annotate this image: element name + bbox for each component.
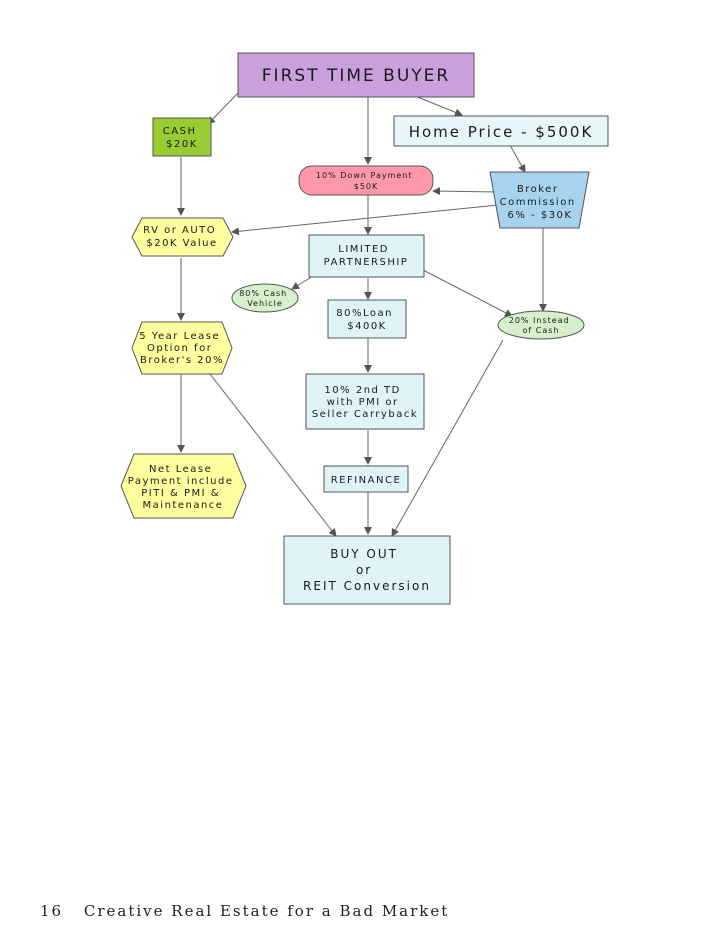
node-loan-label: 80%Loan $400K [336,308,397,332]
page-number: 16 [40,902,64,920]
page-footer: 16 Creative Real Estate for a Bad Market [40,902,449,920]
node-refinance-label: REFINANCE [331,475,402,486]
node-home-price-label: Home Price - $500K [409,123,594,141]
node-broker-commission: Broker Commission 6% - $30K [489,171,590,229]
arrow-lease-to-buy-out [209,373,337,537]
node-instead-of-cash: 20% Instead of Cash [497,310,585,340]
node-cash: CASH $20K [152,117,212,157]
node-buy-out: BUY OUT or REIT Conversion [283,535,451,605]
node-down-payment: 10% Down Payment $50K [298,165,434,196]
node-rv-auto: RV or AUTO $20K Value [131,217,234,257]
node-cash-vehicle: 80% Cash Vehicle [231,283,299,313]
arrow-buyer-to-cash [207,92,239,125]
arrow-lp-to-instead-of-cash [422,269,513,317]
book-title: Creative Real Estate for a Bad Market [83,902,450,920]
node-net-lease: Net Lease Payment include PITI & PMI & M… [120,453,247,519]
node-limited-partnership-label: LIMITED PARTNERSHIP [324,244,409,268]
connectors [177,92,547,537]
node-home-price: Home Price - $500K [393,115,609,147]
arrow-buyer-to-home-price [414,95,463,117]
node-first-time-buyer: FIRST TIME BUYER [237,52,475,98]
node-refinance: REFINANCE [323,465,409,493]
node-cash-label: CASH $20K [163,126,201,150]
arrow-broker-to-rv-auto [231,204,499,236]
node-second-td: 10% 2nd TD with PMI or Seller Carryback [305,373,425,430]
arrow-instead-of-cash-to-buy-out [391,339,504,537]
arrow-broker-to-down-payment [432,187,499,196]
node-instead-of-cash-label: 20% Instead of Cash [509,316,574,335]
node-down-payment-label: 10% Down Payment $50K [316,171,416,191]
node-broker-commission-label: Broker Commission 6% - $30K [500,184,581,221]
node-second-td-label: 10% 2nd TD with PMI or Seller Carryback [312,385,418,420]
node-first-time-buyer-label: FIRST TIME BUYER [262,66,450,86]
node-buy-out-label: BUY OUT or REIT Conversion [303,547,431,593]
node-net-lease-label: Net Lease Payment include PITI & PMI & M… [128,464,238,511]
arrow-home-price-to-broker [509,144,526,173]
node-cash-vehicle-label: 80% Cash Vehicle [239,289,291,308]
node-lease-option-label: 5 Year Lease Option for Broker's 20% [139,331,225,366]
node-rv-auto-label: RV or AUTO $20K Value [143,225,221,249]
node-lease-option: 5 Year Lease Option for Broker's 20% [131,321,233,375]
node-limited-partnership: LIMITED PARTNERSHIP [308,234,425,278]
node-loan: 80%Loan $400K [327,299,407,339]
